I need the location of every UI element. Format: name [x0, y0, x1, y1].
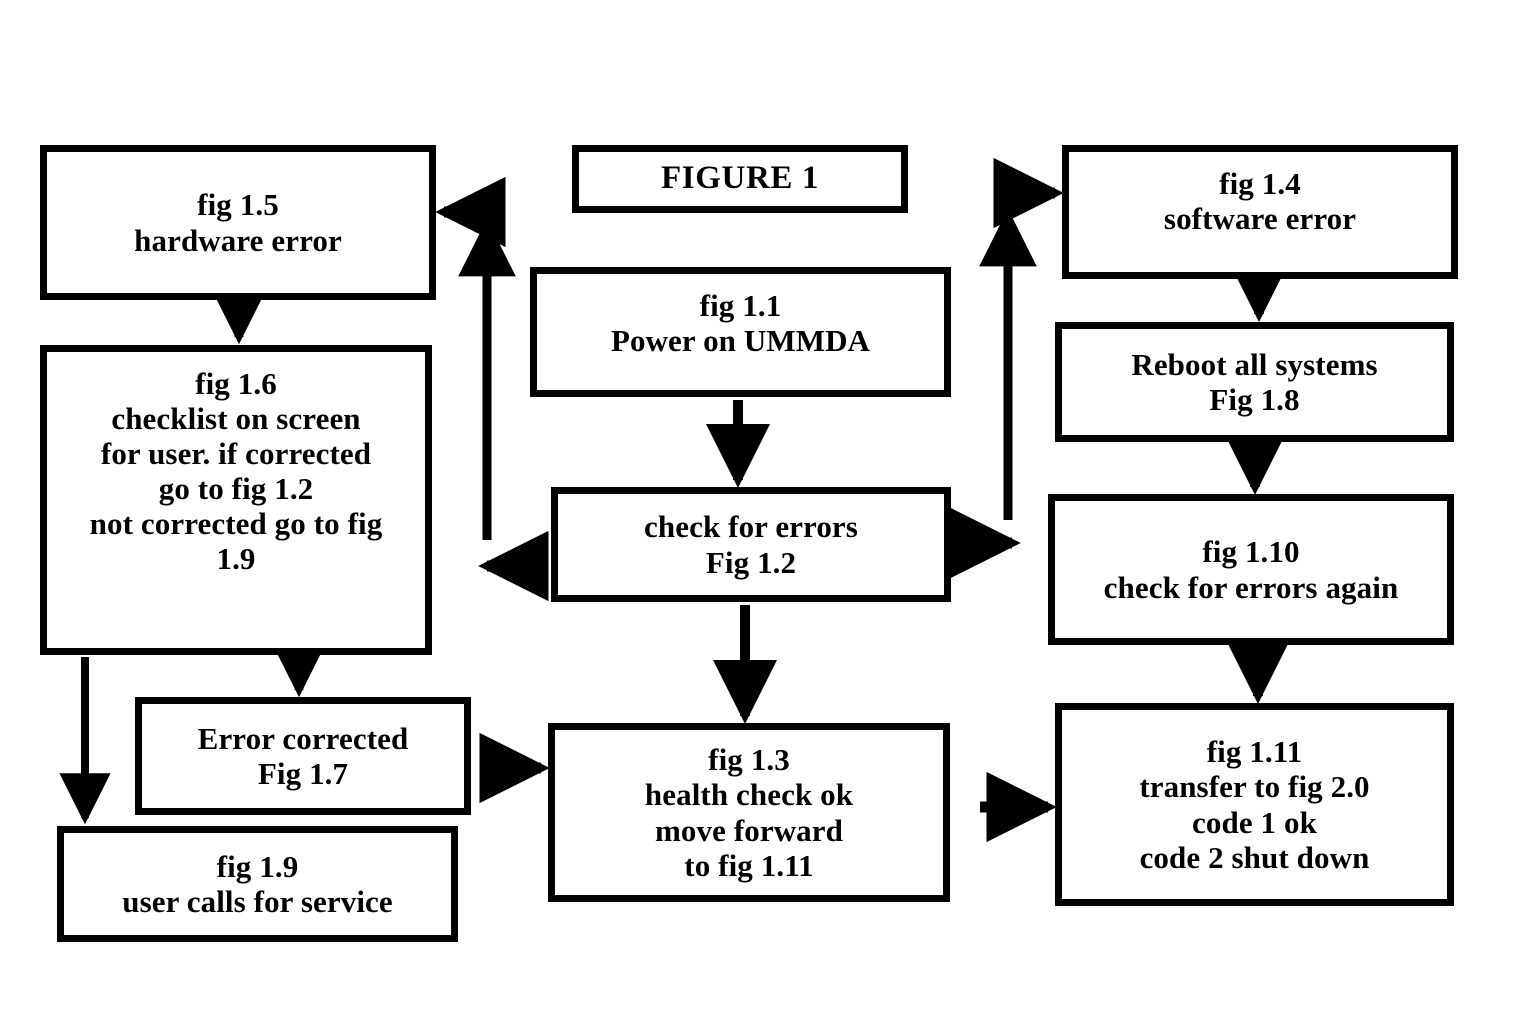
figure-title-box: FIGURE 1	[572, 145, 908, 213]
node-fig-1-7-label: Error corrected Fig 1.7	[197, 720, 409, 791]
node-fig-1-9[interactable]: fig 1.9 user calls for service	[57, 826, 458, 942]
node-fig-1-10[interactable]: fig 1.10 check for errors again	[1048, 494, 1454, 645]
node-fig-1-6[interactable]: fig 1.6 checklist on screen for user. if…	[40, 345, 432, 655]
node-fig-1-3[interactable]: fig 1.3 health check ok move forward to …	[548, 723, 950, 902]
node-fig-1-10-label: fig 1.10 check for errors again	[1103, 534, 1399, 605]
figure-title-label: FIGURE 1	[661, 160, 819, 197]
node-fig-1-1[interactable]: fig 1.1 Power on UMMDA	[530, 267, 951, 397]
node-fig-1-5-label: fig 1.5 hardware error	[134, 187, 342, 258]
node-fig-1-9-label: fig 1.9 user calls for service	[122, 848, 393, 919]
node-fig-1-2-label: check for errors Fig 1.2	[644, 509, 858, 580]
node-fig-1-5[interactable]: fig 1.5 hardware error	[40, 145, 436, 300]
node-fig-1-1-label: fig 1.1 Power on UMMDA	[610, 288, 871, 359]
node-fig-1-8-label: Reboot all systems Fig 1.8	[1131, 346, 1378, 417]
node-fig-1-8[interactable]: Reboot all systems Fig 1.8	[1055, 322, 1454, 442]
node-fig-1-4[interactable]: fig 1.4 software error	[1062, 145, 1458, 279]
node-fig-1-7[interactable]: Error corrected Fig 1.7	[135, 697, 471, 815]
node-fig-1-11-label: fig 1.11 transfer to fig 2.0 code 1 ok c…	[1139, 734, 1370, 875]
node-fig-1-6-label: fig 1.6 checklist on screen for user. if…	[89, 366, 383, 577]
node-fig-1-11[interactable]: fig 1.11 transfer to fig 2.0 code 1 ok c…	[1055, 703, 1454, 906]
node-fig-1-2[interactable]: check for errors Fig 1.2	[551, 487, 951, 602]
node-fig-1-3-label: fig 1.3 health check ok move forward to …	[644, 742, 854, 883]
node-fig-1-4-label: fig 1.4 software error	[1163, 166, 1357, 237]
